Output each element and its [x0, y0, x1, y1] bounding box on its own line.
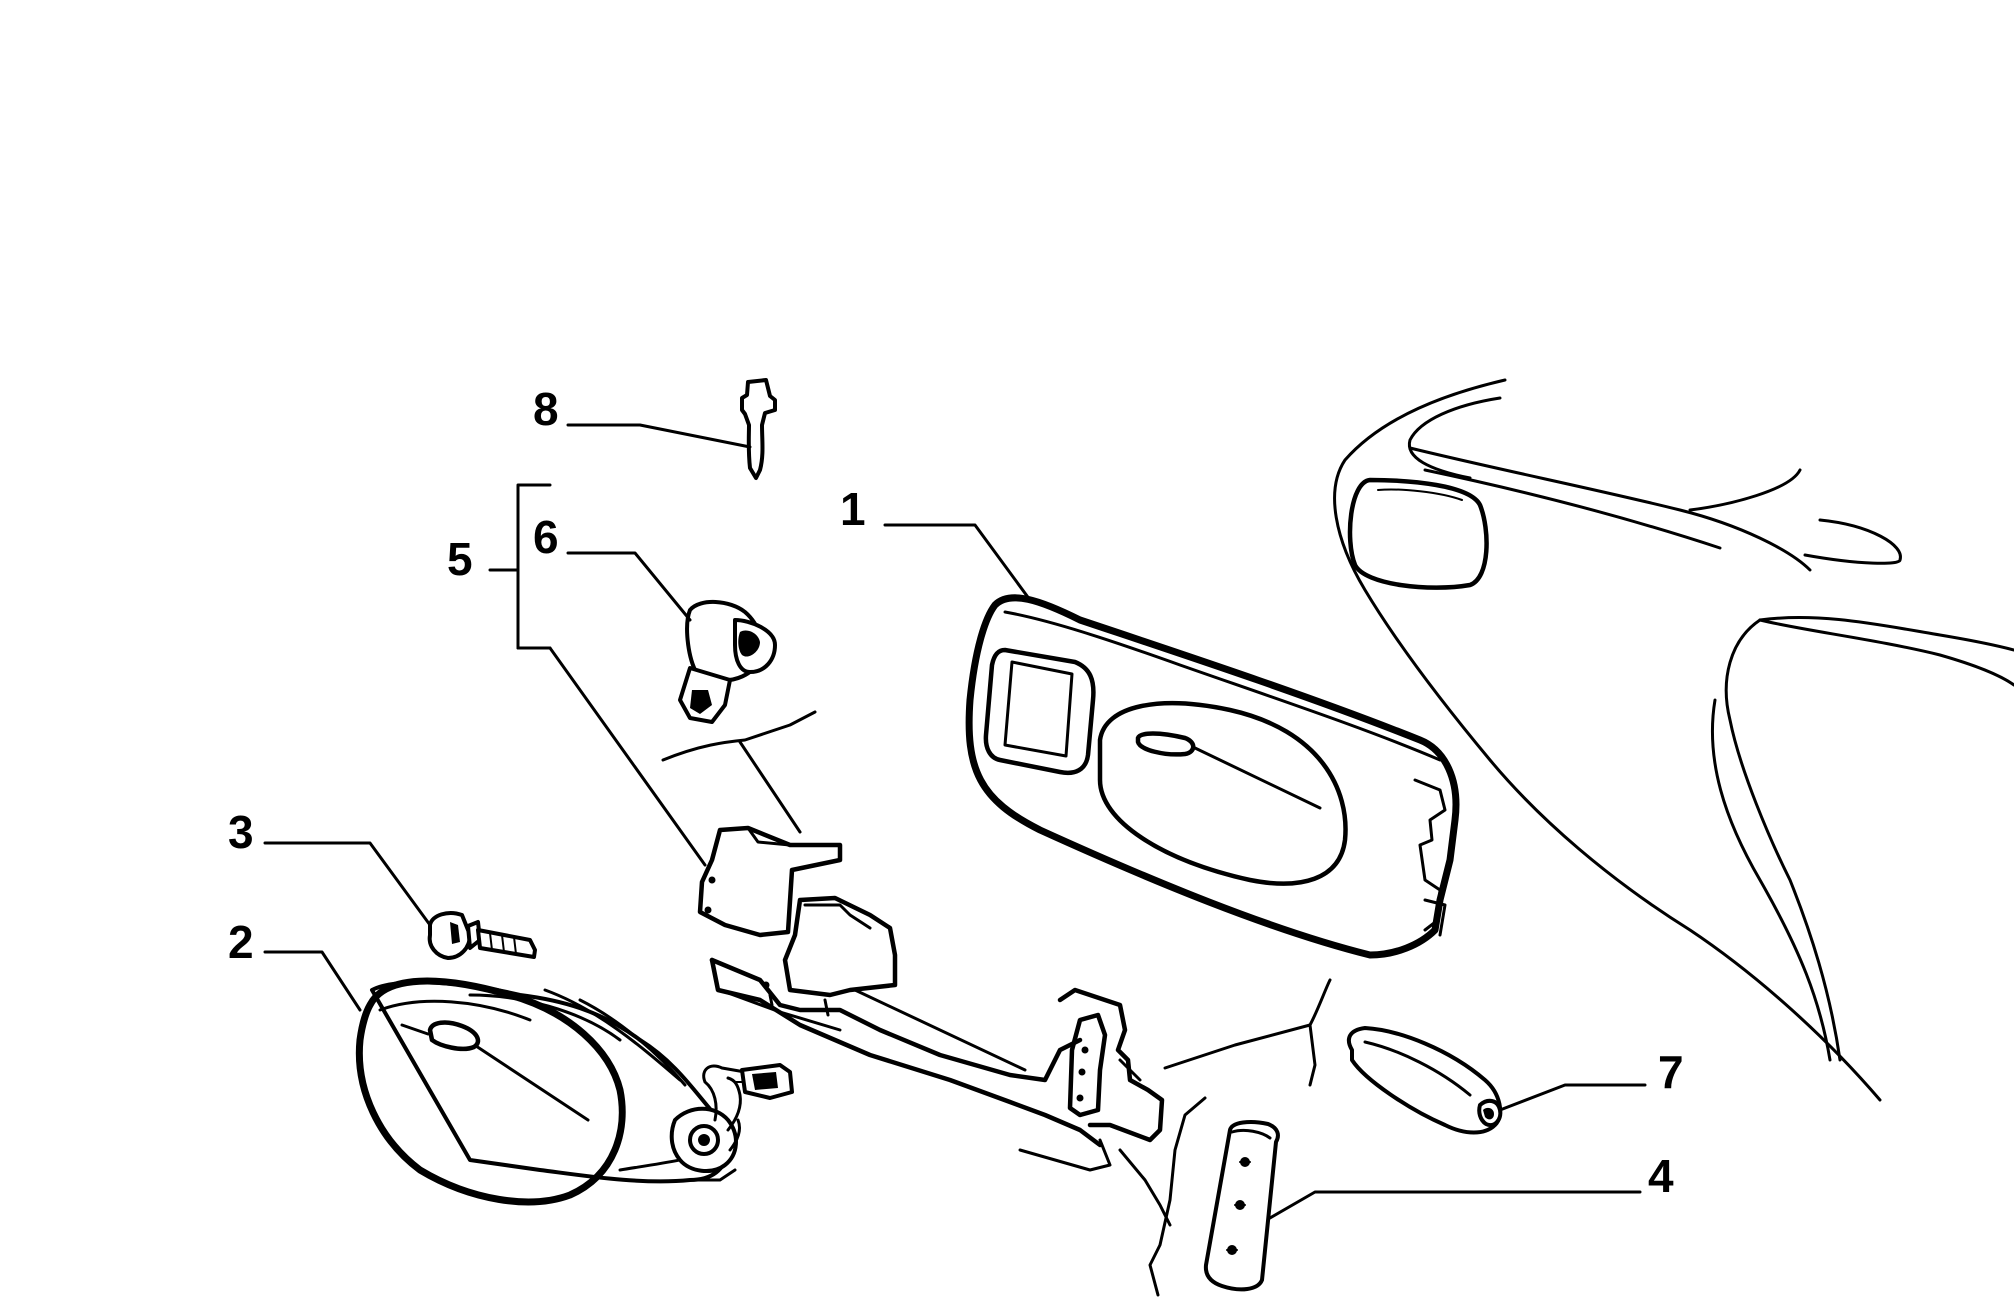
part-1-instrument-bezel: [965, 594, 1460, 959]
leader-line-3: [263, 841, 432, 927]
callout-8: 8: [533, 383, 559, 435]
callout-2: 2: [228, 916, 254, 968]
part-4-plate: [1203, 1120, 1280, 1292]
dashboard-outline: [1333, 378, 2014, 1102]
callout-7: 7: [1658, 1046, 1684, 1098]
leader-line-6: [566, 551, 692, 622]
part-6-clip: [678, 599, 777, 724]
leader-line-7: [1498, 1083, 1647, 1112]
part-2-instrument-cluster: [355, 977, 794, 1206]
callout-3: 3: [228, 806, 254, 858]
callout-6: 6: [533, 511, 559, 563]
part-7-cap: [1346, 1026, 1503, 1135]
part-8-rivet: [740, 378, 777, 480]
callout-5: 5: [447, 533, 473, 585]
callout-4: 4: [1648, 1150, 1674, 1202]
part-3-screw: [427, 911, 537, 960]
leader-line-5: [516, 646, 707, 867]
callout-1: 1: [840, 483, 866, 535]
bracket-5: [516, 483, 552, 650]
leader-line-4: [1268, 1190, 1642, 1220]
part-5-mounting-bracket: [697, 825, 1165, 1172]
leader-line-8: [566, 423, 752, 449]
leader-line-1: [883, 523, 1032, 602]
reference-lines: [661, 710, 1332, 1297]
leader-line-2: [263, 950, 362, 1012]
